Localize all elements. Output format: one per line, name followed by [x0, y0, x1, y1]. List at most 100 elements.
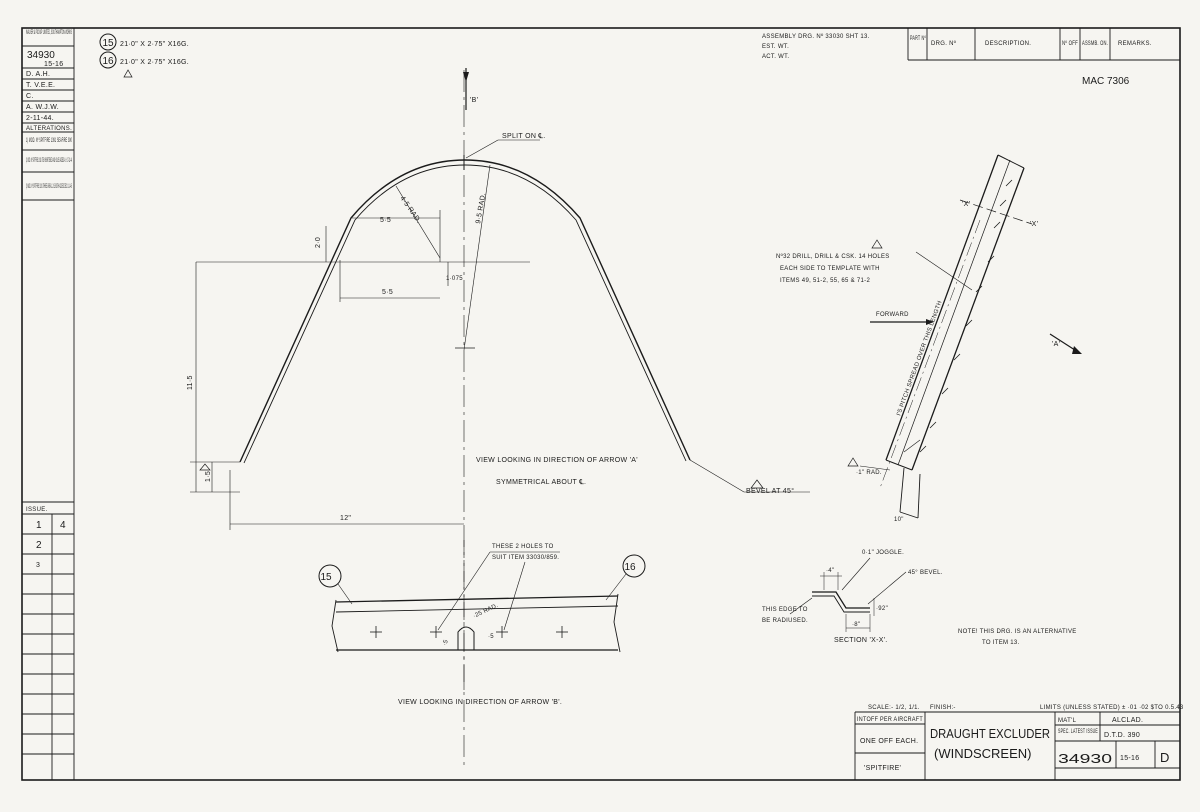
dim-5-5-bottom: 5·5	[382, 289, 393, 296]
parts-list-header	[907, 28, 1180, 61]
issue-1: 1	[36, 520, 42, 531]
aircraft-name: 'SPITFIRE'	[864, 765, 901, 772]
split-note: SPLIT ON ℄.	[502, 133, 545, 140]
material-label: MAT'L	[1058, 718, 1077, 724]
col-drg-no: DRG. Nº	[931, 40, 957, 47]
item-15-callout	[99, 33, 117, 51]
large-radius: 9·5 RAD.	[475, 192, 487, 224]
view-b-radius: ·25 RAD.	[472, 603, 499, 620]
view-b-caption: VIEW LOOKING IN DIRECTION OF ARROW 'B'.	[398, 699, 562, 706]
forward-label: FORWARD	[876, 312, 909, 318]
dim-5-5-top: 5·5	[380, 217, 391, 224]
dim-1-5: 1·5	[205, 471, 212, 482]
part-title-line2: (WINDSCREEN)	[934, 746, 1032, 761]
ref-sub: 15-16	[44, 61, 63, 68]
alteration-3: 3) MOD. Nº SPITFIRE 1391 THREE AREA 1.2 …	[26, 183, 72, 190]
section-dim-8: ·8"	[852, 622, 860, 628]
view-b-item-15-callout	[318, 564, 342, 588]
dim-2-0: 2·0	[315, 237, 322, 248]
item-16-spec: 21·0" X 2·75" X16G.	[120, 59, 189, 66]
drill-note-line3: ITEMS 49, 51-2, 55, 65 & 71-2	[780, 278, 870, 284]
view-b-dim-left: ·5	[442, 639, 450, 647]
amendment-triangle	[123, 69, 133, 78]
view-a-profile	[190, 68, 810, 770]
dim-1-075: 1·075	[446, 276, 463, 282]
one-off-each: ONE OFF EACH.	[860, 738, 918, 745]
issue-title: ISSUE.	[26, 507, 48, 513]
left-revision-strip	[22, 28, 75, 780]
section-x-x	[789, 557, 907, 632]
col-description: DESCRIPTION.	[985, 41, 1031, 47]
drawing-border	[21, 27, 1181, 781]
view-b-item-15: 15	[320, 572, 332, 583]
view-b-dim-right: ·5	[488, 634, 494, 640]
scale: SCALE:- 1/2, 1/1.	[868, 705, 920, 711]
side-view-strip	[847, 154, 1082, 519]
intoff-per-aircraft: INTOFF PER AIRCRAFT	[857, 717, 923, 723]
small-radius: 4·5 RAD.	[398, 195, 422, 225]
estimated-weight: EST. WT.	[762, 44, 789, 50]
limits: LIMITS (UNLESS STATED) ± ·01 ·02 $TO 0.5…	[1040, 705, 1184, 711]
issue-3: 3	[36, 562, 40, 569]
section-dim-4: ·4"	[826, 568, 834, 574]
alternative-note-line2: TO ITEM 13.	[982, 640, 1020, 646]
holes-note-line1: THESE 2 HOLES TO	[492, 544, 554, 550]
part-title-line1: DRAUGHT EXCLUDER	[930, 726, 1050, 741]
view-b-item-16-callout	[622, 554, 646, 578]
dim-12: 12"	[340, 515, 351, 522]
view-a-caption: VIEW LOOKING IN DIRECTION OF ARROW 'A'	[476, 457, 638, 464]
edge-note-line2: BE RADIUSED.	[762, 618, 808, 624]
checked-by: C.	[26, 93, 34, 100]
material: ALCLAD.	[1112, 717, 1143, 724]
title-block-grid	[854, 711, 1180, 780]
col-part-no: PART Nº	[910, 35, 926, 42]
specification: D.T.D. 390	[1104, 732, 1140, 739]
col-assmb-on: ASSMB. ON.	[1082, 41, 1108, 47]
edge-note-line1: THIS EDGE TO	[762, 607, 808, 613]
traced-by: T. V.E.E.	[26, 82, 55, 89]
item-16-callout	[99, 51, 117, 69]
finish: FINISH:-	[930, 705, 956, 711]
drawing-number: 34930	[1058, 751, 1112, 766]
section-dim-92: ·92"	[876, 606, 888, 612]
col-no-off: Nº OFF	[1062, 40, 1078, 47]
drawing-date: 2-11-44.	[26, 115, 54, 122]
alteration-1: 1) MOD. Nº SPITFIRE 1391 SEAFIRE 390	[26, 137, 72, 144]
section-caption: SECTION 'X-X'.	[834, 637, 888, 644]
x-label-left: 'X'	[962, 201, 970, 208]
bevel-45-note: 45° BEVEL.	[908, 570, 943, 576]
side-radius: ·1" RAD.	[856, 470, 882, 476]
assembly-ref: ASSEMBLY DRG. Nº 33030 SHT 13.	[762, 33, 870, 40]
item-15-spec: 21·0" X 2·75" X16G.	[120, 41, 189, 48]
x-label-right: 'X'	[1030, 221, 1038, 228]
view-b-strip	[318, 540, 646, 690]
ref-number: 34930	[27, 50, 55, 61]
drawn-by: D. A.H.	[26, 71, 50, 78]
ref-header: WALKER & PICKUP LIMITED, SOUTHAMPTON WOR…	[26, 30, 72, 36]
dim-11-5: 11·5	[187, 375, 194, 390]
symmetrical-note: SYMMETRICAL ABOUT ℄.	[496, 479, 586, 486]
alterations-title: ALTERATIONS.	[26, 126, 72, 132]
alteration-2: 2) MOD. Nº SPITFIRE 1391 ITEM SHORTENED …	[26, 157, 72, 164]
side-dim-bottom: 10"	[894, 517, 904, 523]
spec-label: SPEC. LATEST ISSUE	[1058, 729, 1098, 735]
col-remarks: REMARKS.	[1118, 41, 1152, 47]
drill-note-line1: Nº32 DRILL, DRILL & CSK. 14 HOLES	[776, 253, 890, 260]
issue-1-mark: 4	[60, 520, 66, 531]
arrow-b-label: 'B'	[470, 97, 478, 104]
alternative-note-line1: NOTE! THIS DRG. IS AN ALTERNATIVE	[958, 629, 1077, 635]
joggle-note: 0·1" JOGGLE.	[862, 550, 904, 556]
bevel-note: BEVEL AT 45°	[746, 487, 794, 495]
item-16-number: 16	[102, 56, 114, 67]
arrow-a-label: 'A'	[1052, 341, 1060, 348]
drill-note-line2: EACH SIDE TO TEMPLATE WITH	[780, 266, 880, 272]
item-numbers: 15-16	[1120, 755, 1139, 762]
issue-2: 2	[36, 540, 42, 551]
item-15-number: 15	[102, 38, 114, 49]
holes-note-line2: SUIT ITEM 33030/859.	[492, 555, 559, 561]
issue-letter: D	[1160, 750, 1169, 765]
actual-weight: ACT. WT.	[762, 54, 789, 60]
view-b-item-16: 16	[624, 562, 636, 573]
